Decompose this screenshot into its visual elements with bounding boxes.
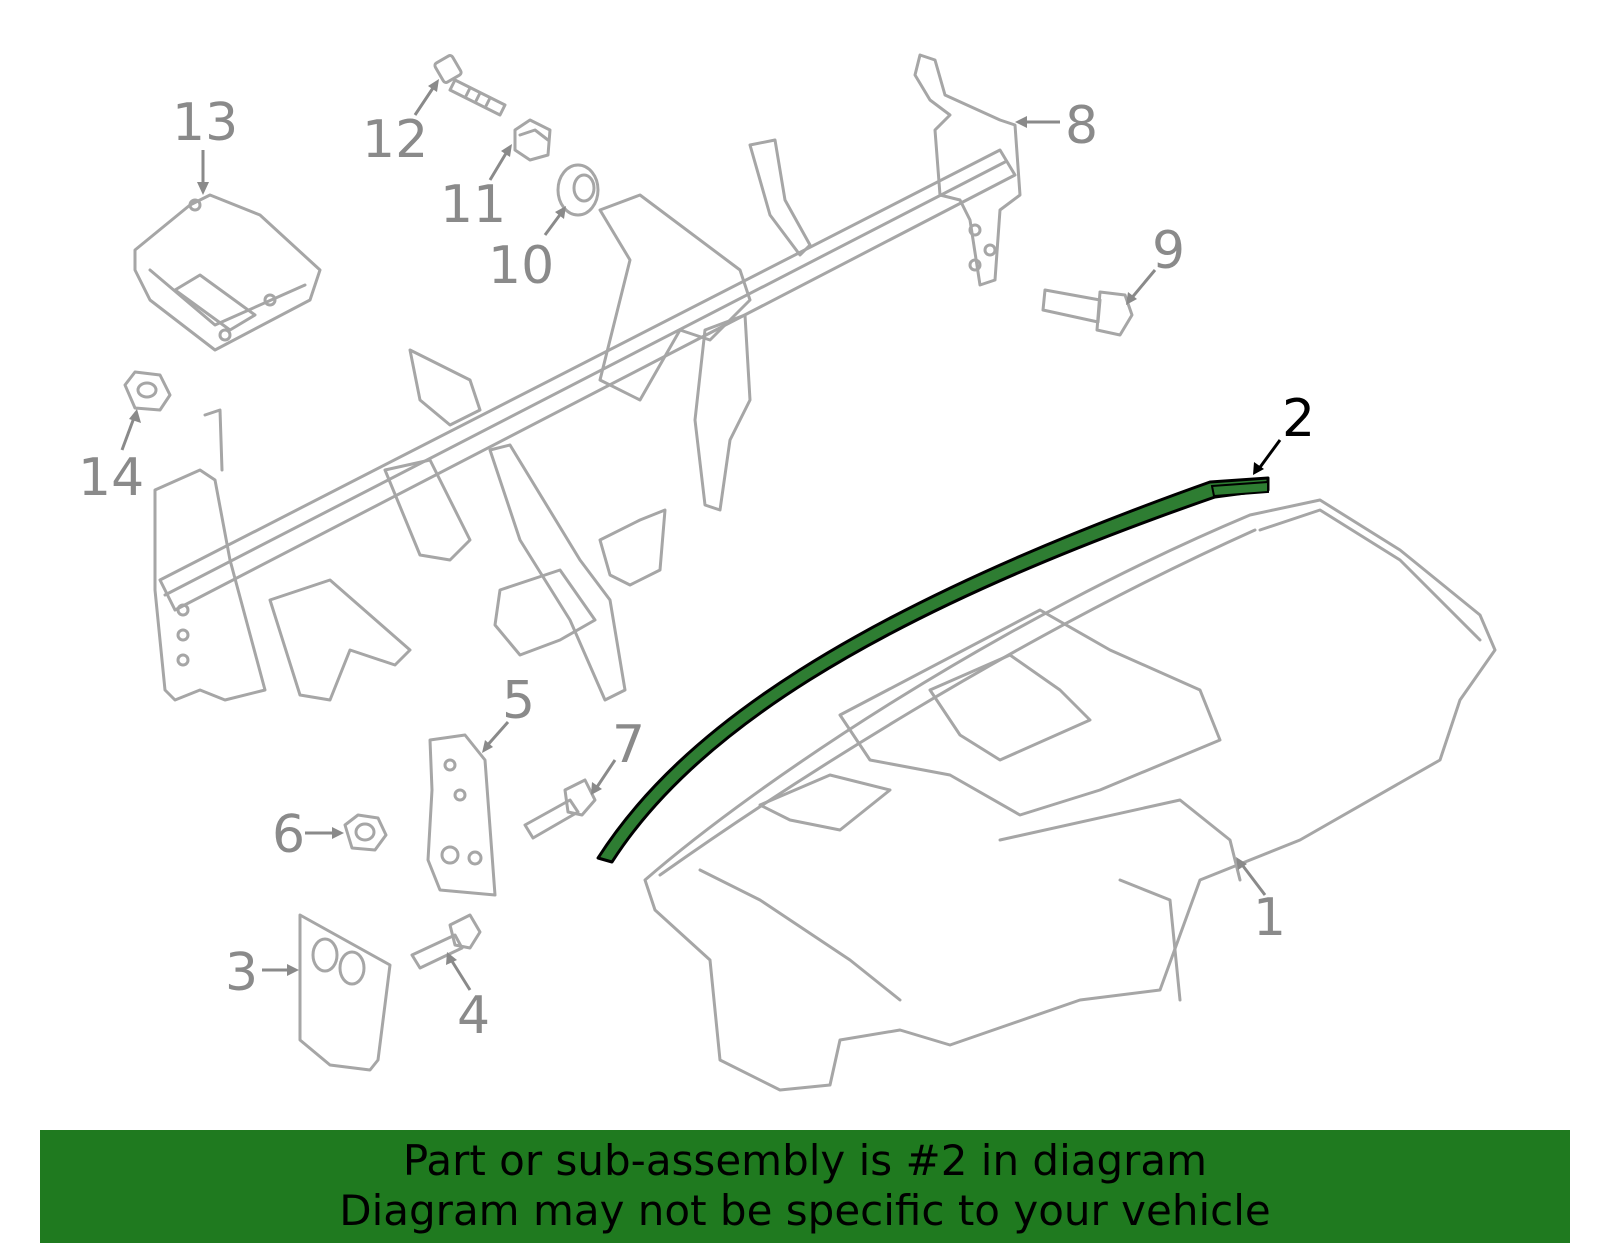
callout-2: 2 [1282,389,1315,449]
part-10-grommet [556,163,600,217]
callout-7: 7 [612,715,645,775]
part-7-bolt [523,778,597,840]
callout-5: 5 [502,671,535,731]
arrow-12 [413,84,437,116]
part-11-clip [513,118,552,162]
part-8-bracket [913,53,1022,287]
cross-car-beam [153,138,1017,702]
arrow-1 [1238,861,1267,896]
callout-3: 3 [225,943,258,1003]
callout-6: 6 [272,805,305,865]
callout-4: 4 [457,986,490,1046]
arrow-11 [488,149,510,181]
part-9-bolt [1041,288,1134,337]
part-13-bracket [133,193,322,352]
arrow-9 [1128,269,1157,301]
part-4-bolt [410,913,482,970]
banner-line-2: Diagram may not be specific to your vehi… [339,1186,1271,1235]
callout-13: 13 [172,93,238,153]
part-1-instrument-panel [643,498,1497,1092]
arrow-2 [1256,439,1282,471]
part-14-nut [123,370,172,412]
callout-1: 1 [1253,888,1286,948]
part-3-bracket [298,913,392,1072]
info-banner: Part or sub-assembly is #2 in diagram Di… [40,1130,1570,1243]
arrow-10 [543,211,564,236]
banner-line-1: Part or sub-assembly is #2 in diagram [402,1136,1208,1185]
callout-14: 14 [78,448,144,508]
callout-9: 9 [1152,221,1185,281]
arrow-7 [593,759,617,791]
part-5-bracket [426,733,497,897]
arrow-4 [448,957,472,991]
part-6-nut [343,813,388,852]
callout-8: 8 [1065,96,1098,156]
part-2-trim-strip [596,476,1270,864]
callout-11: 11 [440,175,506,235]
part-12-bolt [433,54,507,117]
callout-12: 12 [362,110,428,170]
arrow-14 [120,414,137,451]
callout-10: 10 [488,236,554,296]
